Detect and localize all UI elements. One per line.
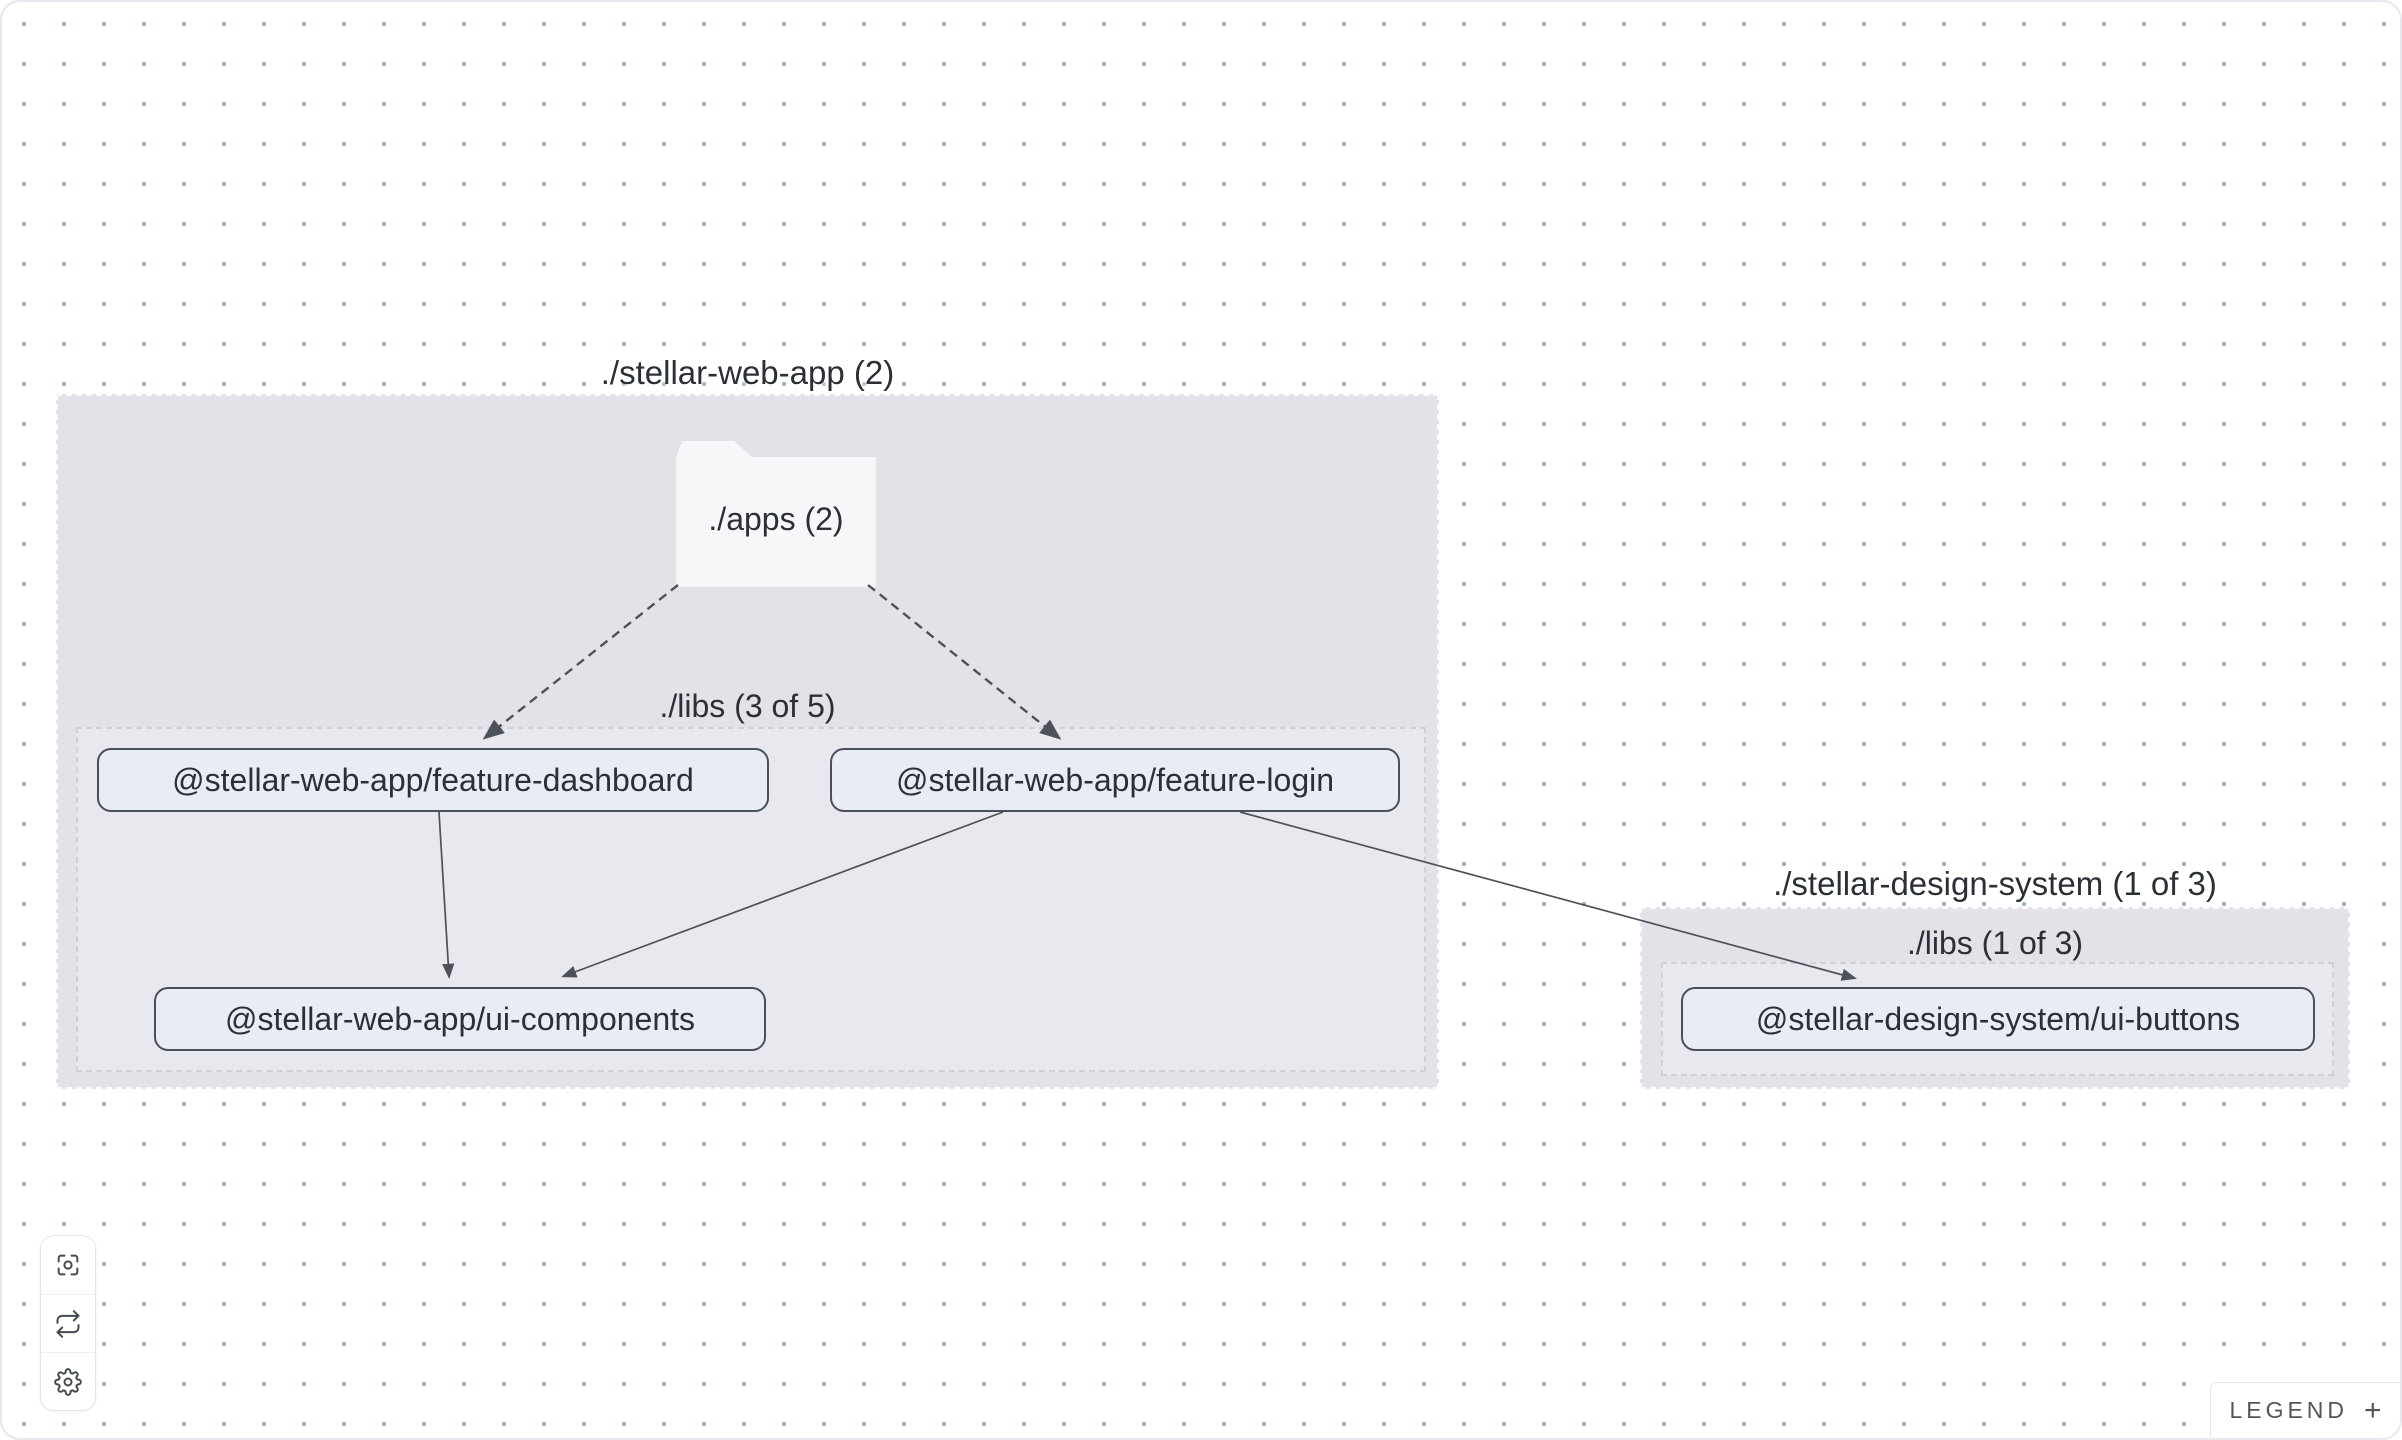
node-feature-login-label: @stellar-web-app/feature-login (895, 761, 1335, 798)
group-label-stellar-web-app: ./stellar-web-app (2) (600, 354, 895, 391)
node-ui-components-label: @stellar-web-app/ui-components (224, 1000, 696, 1037)
node-feature-dashboard-label: @stellar-web-app/feature-dashboard (172, 761, 694, 798)
group-label-stellar-design-system: ./stellar-design-system (1 of 3) (1773, 865, 2217, 902)
group-stellar-design-system: ./stellar-design-system (1 of 3) ./libs … (1640, 865, 2350, 1089)
node-ui-buttons[interactable]: @stellar-design-system/ui-buttons (1681, 987, 2315, 1051)
subgroup-label-web-app-libs: ./libs (3 of 5) (659, 688, 836, 724)
focus-view-button[interactable] (41, 1236, 95, 1294)
refresh-layout-button[interactable] (41, 1294, 95, 1352)
node-ui-buttons-label: @stellar-design-system/ui-buttons (1755, 1000, 2241, 1037)
node-feature-dashboard[interactable]: @stellar-web-app/feature-dashboard (97, 748, 769, 812)
node-ui-components[interactable]: @stellar-web-app/ui-components (154, 987, 766, 1051)
folder-apps-label: ./apps (2) (708, 500, 844, 537)
settings-button[interactable] (41, 1352, 95, 1410)
legend-expand-plus-icon: + (2364, 1393, 2382, 1427)
group-stellar-web-app: ./stellar-web-app (2) ./apps (2) ./libs … (56, 354, 1439, 1089)
legend-label: LEGEND (2229, 1397, 2349, 1423)
gear-icon (54, 1367, 82, 1396)
legend-toggle-button[interactable]: LEGEND + (2210, 1382, 2400, 1438)
folder-apps[interactable]: ./apps (2) (676, 441, 876, 587)
canvas-toolbar (40, 1235, 96, 1411)
node-feature-login[interactable]: @stellar-web-app/feature-login (830, 748, 1400, 812)
focus-icon (57, 1254, 79, 1276)
subgroup-label-design-system-libs: ./libs (1 of 3) (1906, 925, 2084, 961)
refresh-icon (56, 1309, 80, 1338)
